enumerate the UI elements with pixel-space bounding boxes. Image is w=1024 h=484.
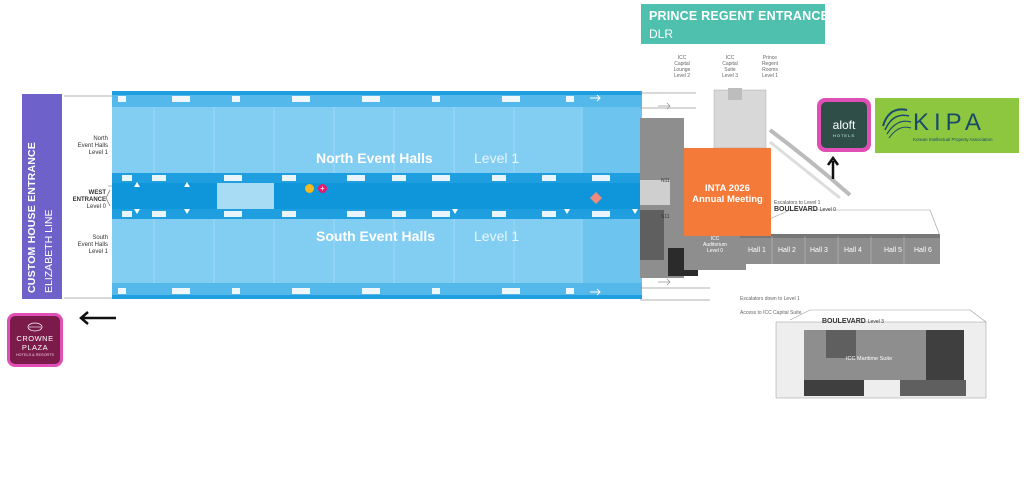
inta-annual-meeting-marker[interactable]: INTA 2026 Annual Meeting bbox=[684, 148, 771, 236]
regent-rooms-label: Prince Regent Rooms Level 1 bbox=[761, 55, 779, 79]
s11-label: S11 bbox=[661, 214, 670, 220]
info-point-icon bbox=[590, 192, 602, 204]
n11-label: N11 bbox=[661, 178, 670, 184]
aloft-hotel-logo[interactable]: aloft HOTELS bbox=[817, 98, 871, 152]
south-halls-side-label: South Event Halls Level 1 bbox=[77, 235, 108, 255]
arrow-icon bbox=[590, 94, 601, 296]
custom-house-entrance-banner: CUSTOM HOUSE ENTRANCE ELIZABETH LINE bbox=[22, 94, 62, 299]
access-capital-suite-label: Access to ICC Capital Suite bbox=[740, 310, 802, 316]
kipa-swirl-icon bbox=[882, 108, 912, 139]
prince-regent-entrance-banner: PRINCE REGENT ENTRANCE DLR bbox=[641, 4, 829, 44]
hall-1-label: Hall 1 bbox=[748, 247, 766, 254]
west-side-lines bbox=[64, 95, 112, 299]
capital-suite-label: ICC Capital Suite Level 3 bbox=[721, 55, 739, 79]
hall-6-label: Hall 6 bbox=[914, 247, 932, 254]
restroom-icon bbox=[134, 182, 638, 214]
escalators-down-label: Escalators down to Level 1 bbox=[740, 296, 800, 302]
custom-house-title: CUSTOM HOUSE ENTRANCE bbox=[26, 141, 38, 293]
hall-4-label: Hall 4 bbox=[844, 247, 862, 254]
inta-title: INTA 2026 bbox=[705, 183, 750, 194]
south-event-halls-title: South Event Halls bbox=[316, 228, 436, 244]
hall-3-label: Hall 3 bbox=[810, 247, 828, 254]
boulevard-level3-label: BOULEVARD Level 3 bbox=[822, 318, 884, 325]
north-event-halls-title: North Event Halls bbox=[316, 150, 433, 166]
crowne-plaza-logo[interactable]: CROWNE PLAZA HOTELS & RESORTS bbox=[7, 313, 63, 367]
hall-5-label: Hall 5 bbox=[884, 247, 902, 254]
north-halls-side-label: North Event Halls Level 1 bbox=[77, 136, 108, 156]
inta-subtitle: Annual Meeting bbox=[692, 194, 763, 205]
crowne-emblem-icon bbox=[27, 322, 43, 332]
prince-regent-title: PRINCE REGENT ENTRANCE bbox=[649, 9, 830, 23]
auditorium-label: ICC Auditorium Level 0 bbox=[703, 236, 727, 254]
first-aid-icon: + bbox=[318, 184, 327, 193]
boulevard-level0-label: BOULEVARD Level 0 bbox=[774, 206, 836, 213]
event-halls-floorplan bbox=[112, 91, 642, 299]
kipa-logo[interactable]: KIPA Korean Intellectual Property Associ… bbox=[875, 98, 1019, 153]
west-entrance-side-label: WEST ENTRANCE Level 0 bbox=[72, 190, 106, 210]
prince-regent-subtitle: DLR bbox=[649, 27, 674, 41]
north-event-halls-level: Level 1 bbox=[474, 150, 520, 166]
south-event-halls-level: Level 1 bbox=[474, 228, 520, 244]
arrow-left-to-crowne-icon bbox=[79, 311, 116, 325]
arrow-up-to-aloft-icon bbox=[826, 155, 840, 179]
custom-house-subtitle: ELIZABETH LINE bbox=[43, 209, 55, 293]
escalators-level1-label: Escalators to Level 1 bbox=[774, 200, 821, 206]
info-sun-icon bbox=[305, 184, 314, 193]
maritime-suite-label: ICC Maritime Suite bbox=[846, 356, 893, 362]
capital-lounge-label: ICC Capital Lounge Level 2 bbox=[673, 55, 691, 79]
hall-2-label: Hall 2 bbox=[778, 247, 796, 254]
event-halls-block: + bbox=[112, 91, 642, 299]
